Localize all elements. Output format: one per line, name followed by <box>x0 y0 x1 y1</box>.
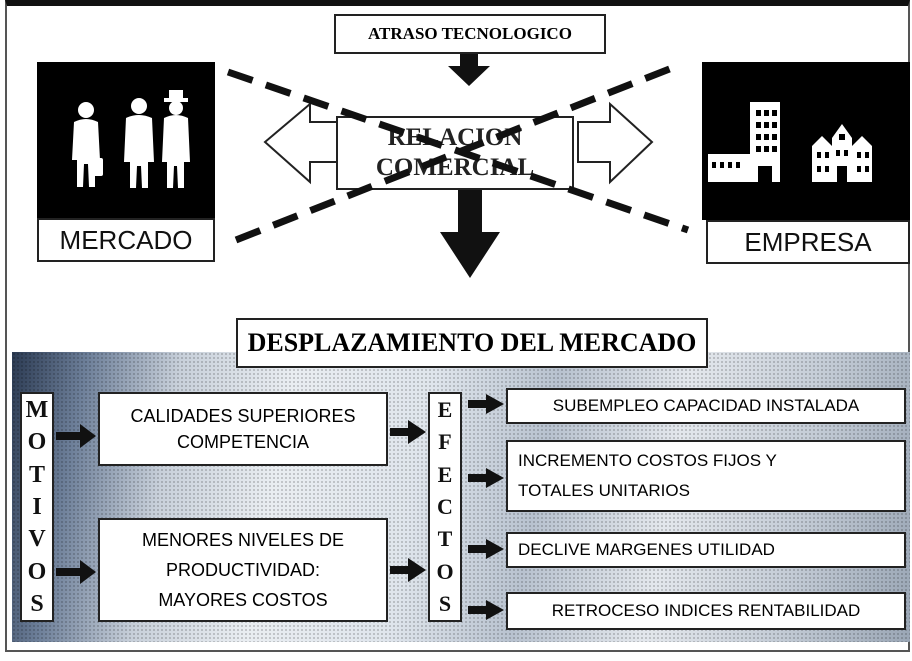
efectos-letter: C <box>437 493 453 519</box>
effect-box-1: SUBEMPLEO CAPACIDAD INSTALADA <box>506 388 906 424</box>
empresa-label-box: EMPRESA <box>706 220 910 264</box>
reason-2-line2: PRODUCTIVIDAD: <box>165 560 320 580</box>
effect-3-line1: DECLIVE MARGENES UTILIDAD <box>518 540 775 559</box>
motivos-letter: I <box>32 493 42 520</box>
efectos-column: E F E C T O S <box>428 392 462 622</box>
empresa-label: EMPRESA <box>744 226 872 257</box>
effect-4-line1: RETROCESO INDICES RENTABILIDAD <box>551 601 861 620</box>
motivos-letter: O <box>27 429 47 456</box>
displacement-title: DESPLAZAMIENTO DEL MERCADO <box>236 318 708 368</box>
mercado-label-box: MERCADO <box>37 218 215 262</box>
effect-2-line1: INCREMENTO COSTOS FIJOS Y <box>518 451 777 470</box>
empresa-panel <box>702 62 910 220</box>
effect-1-line1: SUBEMPLEO CAPACIDAD INSTALADA <box>552 396 860 415</box>
left-outline-arrow <box>263 101 341 185</box>
efectos-letter: T <box>437 526 453 552</box>
motivos-column: M O T I V O S <box>20 392 54 622</box>
motivos-letter: S <box>30 590 44 617</box>
efectos-letter: E <box>437 461 453 487</box>
diagram-frame <box>5 0 910 652</box>
arrow-efectos-effect1 <box>468 394 504 414</box>
efectos-letter: E <box>437 397 453 423</box>
reason-1-line2: COMPETENCIA <box>176 432 309 452</box>
arrow-reason2-efectos <box>390 558 426 582</box>
displacement-label: DESPLAZAMIENTO DEL MERCADO <box>247 328 697 357</box>
down-arrow-top <box>448 54 490 86</box>
arrow-efectos-effect3 <box>468 539 504 559</box>
dashed-line-1 <box>226 68 690 234</box>
effect-box-4: RETROCESO INDICES RENTABILIDAD <box>506 592 906 630</box>
mercado-label: MERCADO <box>59 224 193 255</box>
efectos-letter: F <box>438 429 452 455</box>
arrow-reason1-efectos <box>390 420 426 444</box>
reason-box-1: CALIDADES SUPERIORES COMPETENCIA <box>98 392 388 466</box>
reason-2-line1: MENORES NIVELES DE <box>141 530 345 550</box>
motivos-letter: T <box>28 461 45 488</box>
right-outline-arrow <box>577 101 654 185</box>
efectos-letter: O <box>436 558 454 584</box>
people-icon <box>72 90 190 188</box>
buildings-icon <box>708 102 872 182</box>
efectos-letter: S <box>438 590 452 616</box>
arrow-motivos-reason2 <box>56 560 96 584</box>
mercado-panel <box>37 62 215 218</box>
reason-1-line1: CALIDADES SUPERIORES <box>130 406 356 426</box>
top-box: ATRASO TECNOLOGICO <box>334 14 606 54</box>
top-box-label: ATRASO TECNOLOGICO <box>368 24 572 43</box>
reason-box-2: MENORES NIVELES DE PRODUCTIVIDAD: MAYORE… <box>98 518 388 622</box>
motivos-letter: V <box>28 526 46 553</box>
arrow-efectos-effect2 <box>468 468 504 488</box>
down-arrow-main <box>440 190 500 278</box>
effect-box-3: DECLIVE MARGENES UTILIDAD <box>506 532 906 568</box>
arrow-motivos-reason1 <box>56 424 96 448</box>
motivos-letter: O <box>27 558 47 585</box>
reason-2-line3: MAYORES COSTOS <box>158 590 328 610</box>
motivos-letter: M <box>25 397 49 424</box>
effect-box-2: INCREMENTO COSTOS FIJOS Y TOTALES UNITAR… <box>506 440 906 512</box>
effect-2-line2: TOTALES UNITARIOS <box>518 481 690 500</box>
arrow-efectos-effect4 <box>468 600 504 620</box>
